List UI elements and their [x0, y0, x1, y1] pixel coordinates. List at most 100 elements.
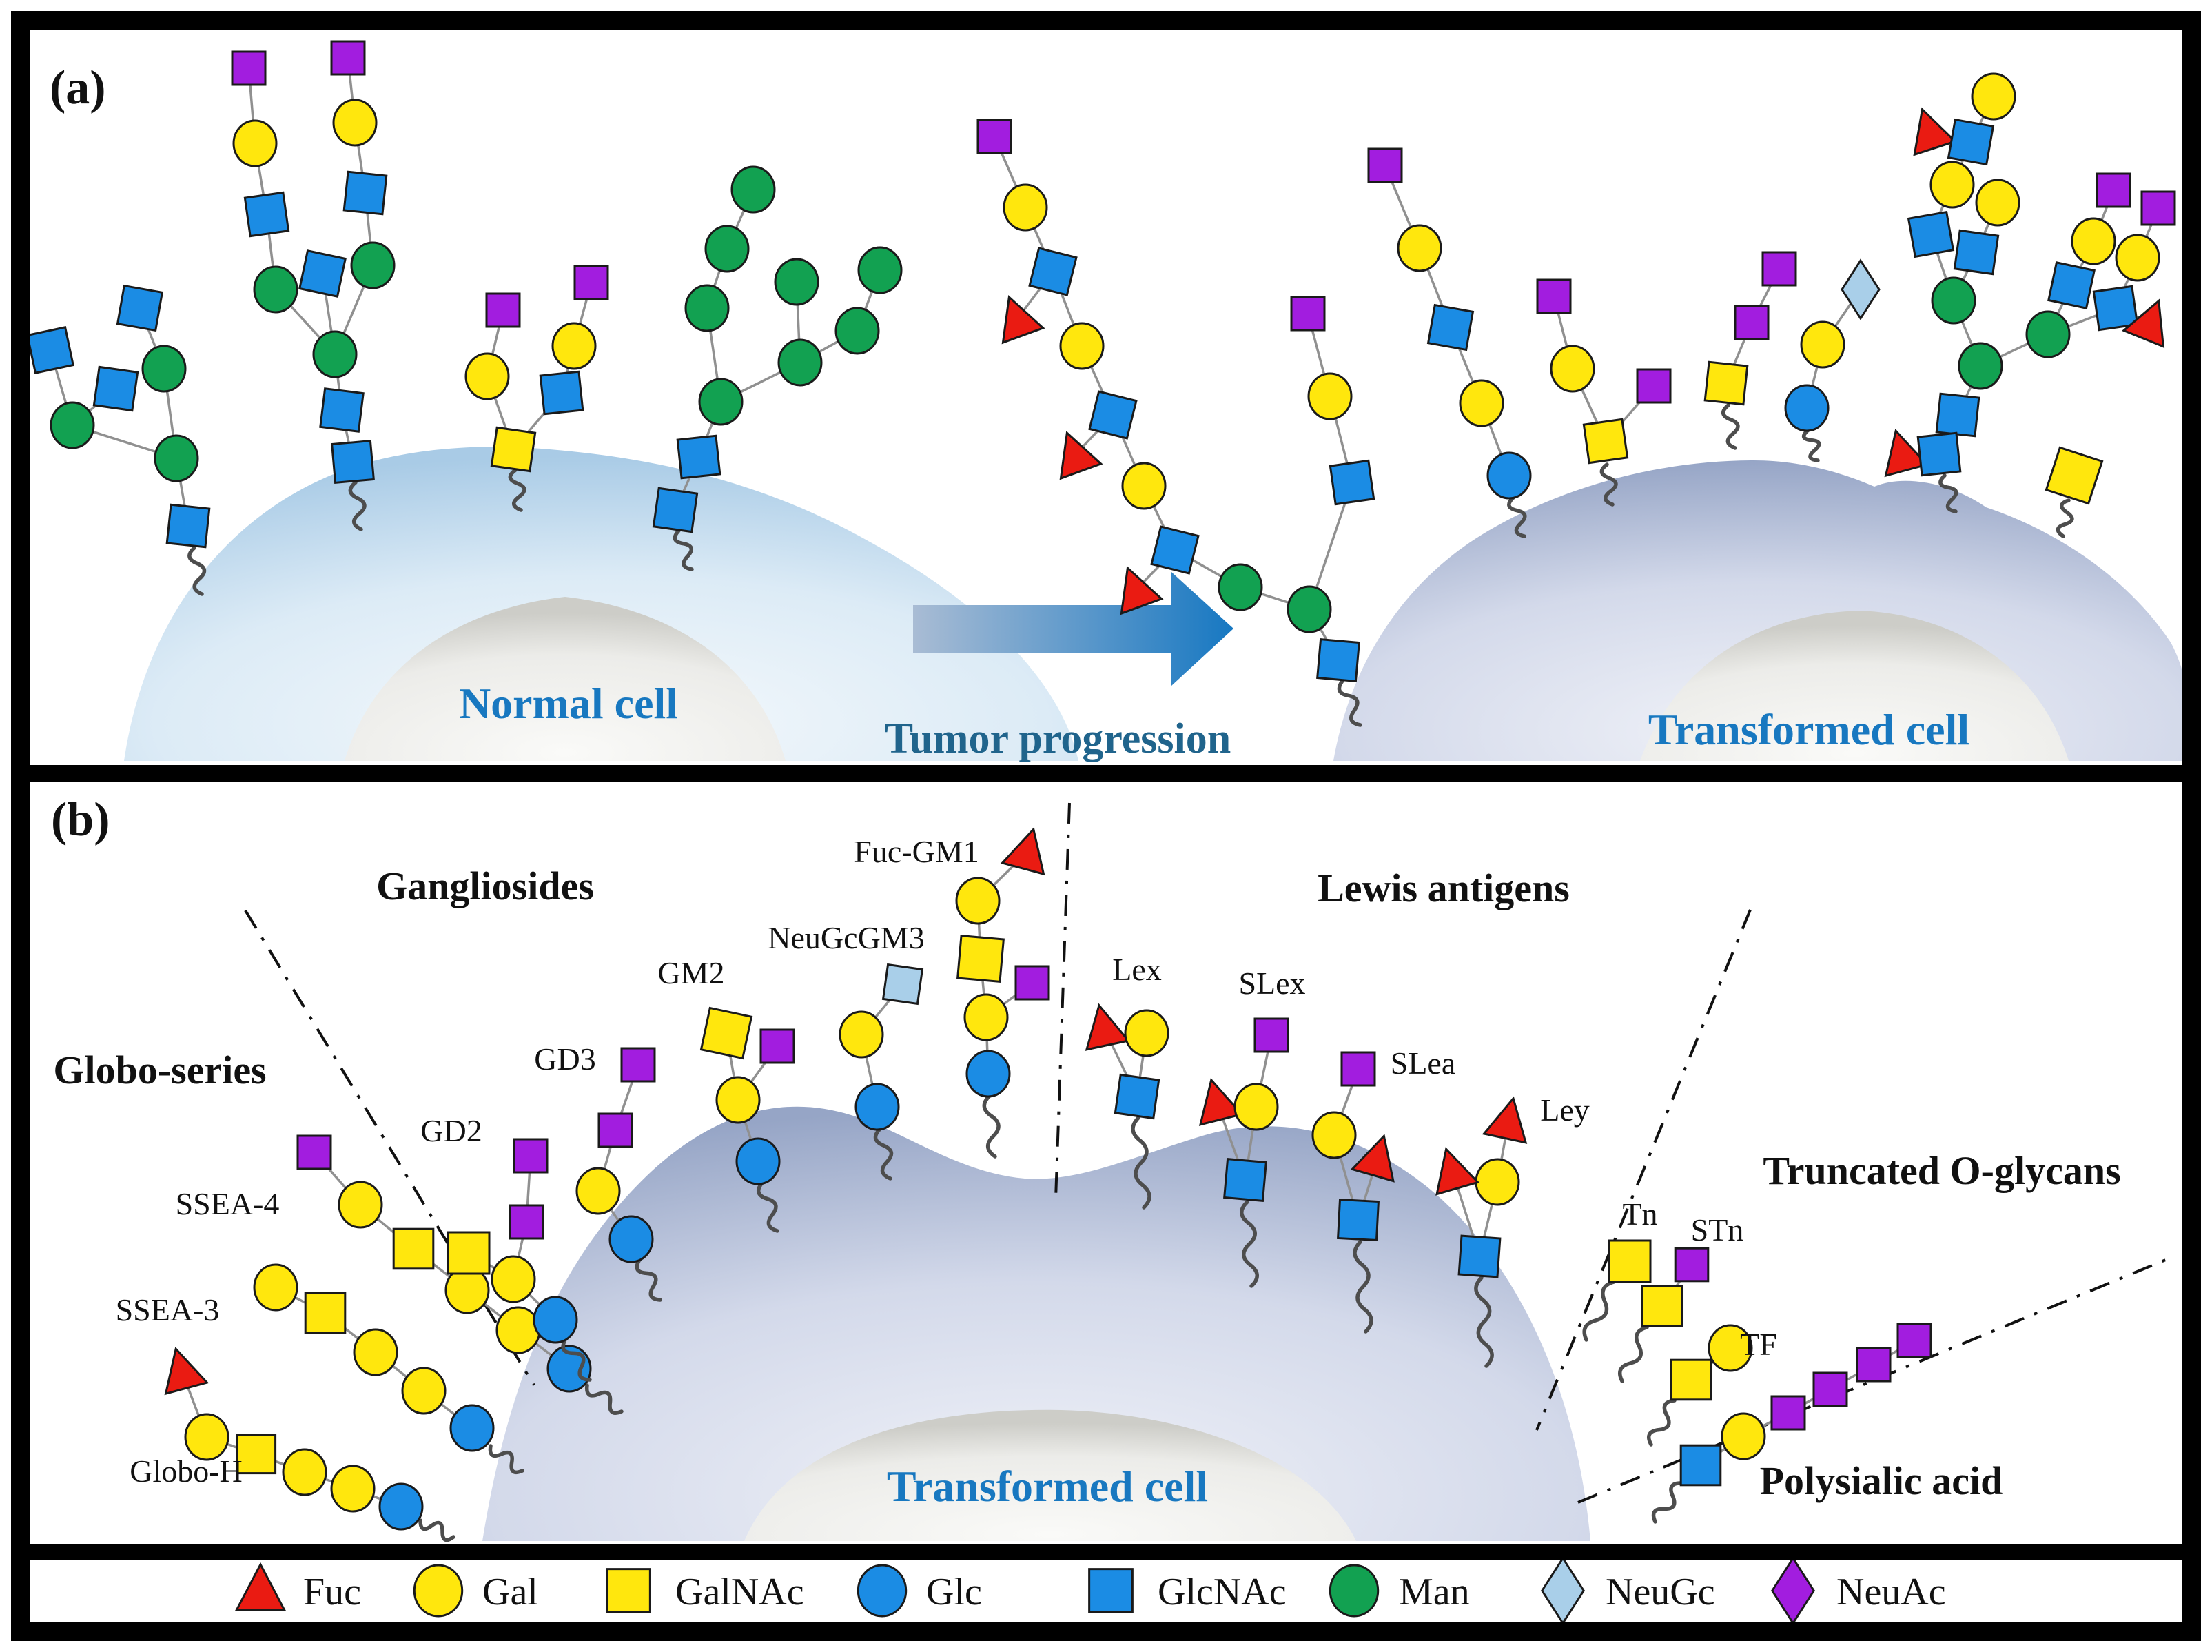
- glc-circle-icon: [854, 1083, 900, 1131]
- glycan-t-complex-n-glycan: [1884, 72, 2176, 513]
- man-circle-icon: [154, 434, 199, 482]
- membrane-anchor-squiggle: [1507, 496, 1527, 538]
- neuac-diamond-icon: [1340, 1051, 1376, 1087]
- gal-circle-icon: [353, 1328, 398, 1376]
- glcnac-square-icon: [92, 365, 139, 412]
- neugc-square-icon: [881, 963, 924, 1006]
- galnac-diamond-icon: [304, 1292, 347, 1334]
- label-ssea-3: SSEA-3: [116, 1292, 220, 1327]
- glycan-Fuc-GM1: [955, 827, 1050, 1159]
- glc-circle-icon: [608, 1215, 654, 1263]
- membrane-anchor-squiggle: [1131, 1116, 1151, 1210]
- fuc-triangle-icon: [1001, 295, 1045, 345]
- neuac-diamond-icon: [597, 1112, 633, 1148]
- transformed-cell-nucleus: [1640, 611, 2069, 761]
- neuac-square-icon: [1674, 1247, 1710, 1283]
- label-ley: Ley: [1540, 1092, 1590, 1128]
- fuc-triangle-icon: [1435, 1147, 1480, 1196]
- glycan-n-glycan-sialylated: [231, 40, 396, 531]
- gal-circle-icon: [1975, 179, 2020, 227]
- gal-circle-icon: [184, 1413, 229, 1461]
- section-line-4: [1577, 1256, 2171, 1504]
- membrane-anchor-squiggle: [1337, 679, 1362, 727]
- glycan-SLex: [1198, 1017, 1289, 1288]
- gal-circle-icon: [232, 119, 278, 167]
- section-line-3: [1535, 909, 1752, 1431]
- transformed-cell-body-b: [482, 1106, 1590, 1541]
- label-ssea-4: SSEA-4: [176, 1186, 280, 1221]
- glc-circle-icon: [857, 1564, 908, 1618]
- glycan-t-o-glycan-branched: [1536, 278, 1672, 507]
- man-circle-icon: [1958, 342, 2003, 390]
- man-circle-icon: [698, 378, 744, 426]
- legend-label-man: Man: [1399, 1571, 1470, 1613]
- fuc-triangle-icon: [1198, 1077, 1244, 1126]
- region-heading-gangliosides: Gangliosides: [376, 864, 594, 908]
- glcnac-square-icon: [539, 370, 584, 416]
- gal-circle-icon: [2115, 234, 2160, 282]
- neuac-diamond-icon: [1014, 965, 1050, 1001]
- gal-circle-icon: [1307, 372, 1353, 420]
- glcnac-square-icon: [331, 440, 375, 484]
- galnac-diamond-icon: [1608, 1239, 1652, 1283]
- legend-label-neuac: NeuAc: [1836, 1571, 1946, 1613]
- fuc-triangle-icon: [1350, 1134, 1395, 1183]
- glycan-SLea: [1311, 1051, 1395, 1334]
- glcnac-square-icon: [1907, 210, 1955, 258]
- outer-border: [11, 11, 2201, 1641]
- region-heading-globo-series: Globo-series: [53, 1048, 266, 1092]
- glycans-panel-b: [164, 827, 1932, 1542]
- fuc-triangle-icon: [1059, 431, 1103, 480]
- glcnac-square-icon: [676, 434, 721, 480]
- gal-circle-icon: [1311, 1111, 1357, 1159]
- glcnac-square-icon: [1457, 1234, 1502, 1278]
- region-heading-truncated-o-glycans: Truncated O-glycans: [1763, 1148, 2120, 1193]
- membrane-anchor-squiggle: [561, 1338, 592, 1382]
- section-divider-lines: [244, 802, 2171, 1504]
- gal-circle-icon: [1800, 320, 1845, 369]
- glycan-NeuGcGM3: [839, 963, 924, 1181]
- membrane-anchor-squiggle: [418, 1518, 455, 1542]
- gal-circle-icon: [1721, 1412, 1766, 1460]
- glcnac-square-icon: [1088, 390, 1138, 440]
- membrane-anchor-squiggle: [2056, 498, 2074, 538]
- man-circle-icon: [857, 246, 903, 294]
- panel-b-letter: (b): [51, 793, 110, 846]
- label-gd3: GD3: [534, 1041, 595, 1077]
- membrane-anchor-squiggle: [1618, 1325, 1649, 1383]
- glycan-t-tn-antigen: [2045, 446, 2104, 538]
- glycan-t-sialo-chain: [1367, 147, 1532, 538]
- membrane-anchor-squiggle: [1474, 1276, 1494, 1368]
- region-heading-lewis-antigens: Lewis antigens: [1318, 866, 1570, 910]
- neuac-diamond-icon: [1536, 278, 1572, 314]
- fuc-triangle-icon: [1884, 429, 1929, 478]
- transformed-cell-label-b: Transformed cell: [887, 1462, 1208, 1511]
- glycan-Tn: [1582, 1239, 1652, 1342]
- gal-circle-icon: [1971, 72, 2016, 121]
- galnac-diamond-icon: [1641, 1285, 1683, 1327]
- tumor-progression-label: Tumor progression: [885, 715, 1231, 762]
- neuac-diamond-icon: [2096, 172, 2131, 208]
- neuac-diamond-icon: [2140, 190, 2176, 226]
- membrane-anchor-squiggle: [348, 480, 367, 531]
- gal-circle-icon: [282, 1448, 327, 1496]
- galnac-square-icon: [606, 1568, 651, 1613]
- neuac-diamond-icon: [513, 1138, 549, 1174]
- gal-circle-icon: [413, 1564, 464, 1618]
- glycan-TF: [1647, 1324, 1753, 1447]
- glycan-GD2: [447, 1138, 592, 1382]
- galnac-square-icon: [2045, 446, 2104, 505]
- man-circle-icon: [777, 338, 823, 387]
- glycans-panel-a-normal: [26, 40, 903, 596]
- legend-item-galnac: GalNAc: [606, 1568, 804, 1613]
- glcnac-square-icon: [2092, 285, 2139, 332]
- gal-circle-icon: [2071, 217, 2116, 265]
- glycan-o-glycan-disialyl: [464, 265, 609, 512]
- glcnac-square-icon: [1426, 303, 1475, 351]
- normal-cell-nucleus: [345, 597, 786, 761]
- glcnac-square-icon: [26, 326, 74, 374]
- glcnac-square-icon: [298, 249, 347, 298]
- galnac-diamond-icon: [447, 1231, 491, 1275]
- gal-circle-icon: [1929, 161, 1975, 209]
- legend-item-neugc: NeuGc: [1540, 1556, 1715, 1625]
